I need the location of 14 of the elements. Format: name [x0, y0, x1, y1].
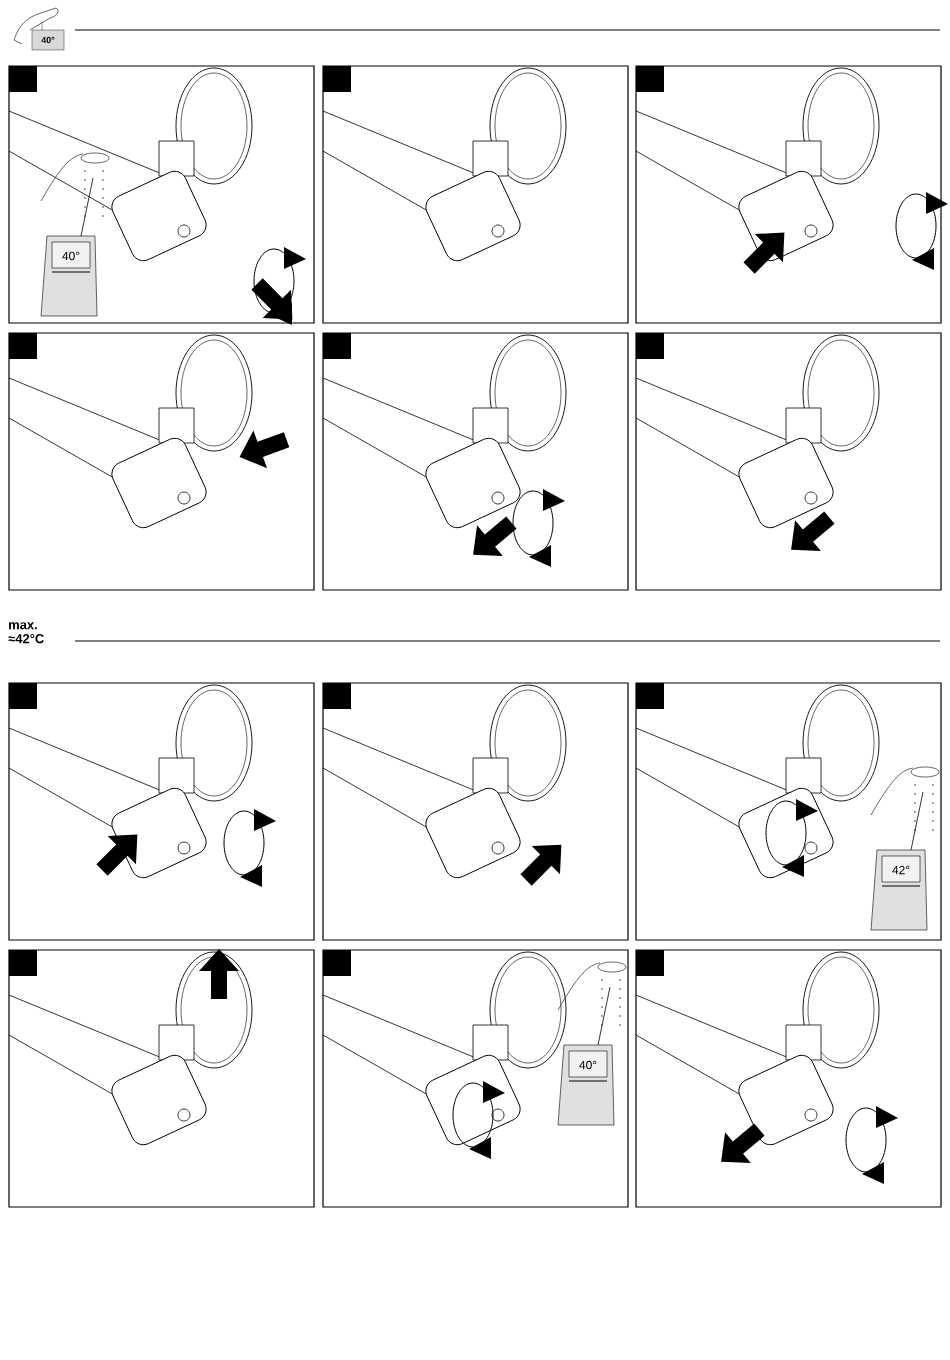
step-panel	[8, 332, 315, 591]
step-panel	[635, 332, 942, 591]
temperature-reading: 42°	[892, 865, 910, 875]
step-panel	[635, 949, 942, 1208]
step-panel	[635, 65, 942, 324]
temperature-reading: 40°	[62, 251, 80, 261]
temperature-reading: 40°	[41, 36, 55, 44]
step-panel	[322, 682, 629, 941]
step-panel	[8, 682, 315, 941]
temperature-reading: 40°	[579, 1060, 597, 1070]
section-heading: max. ≈42°C	[8, 622, 44, 644]
step-panel	[8, 949, 315, 1208]
step-panel	[322, 332, 629, 591]
step-panel	[322, 65, 629, 324]
